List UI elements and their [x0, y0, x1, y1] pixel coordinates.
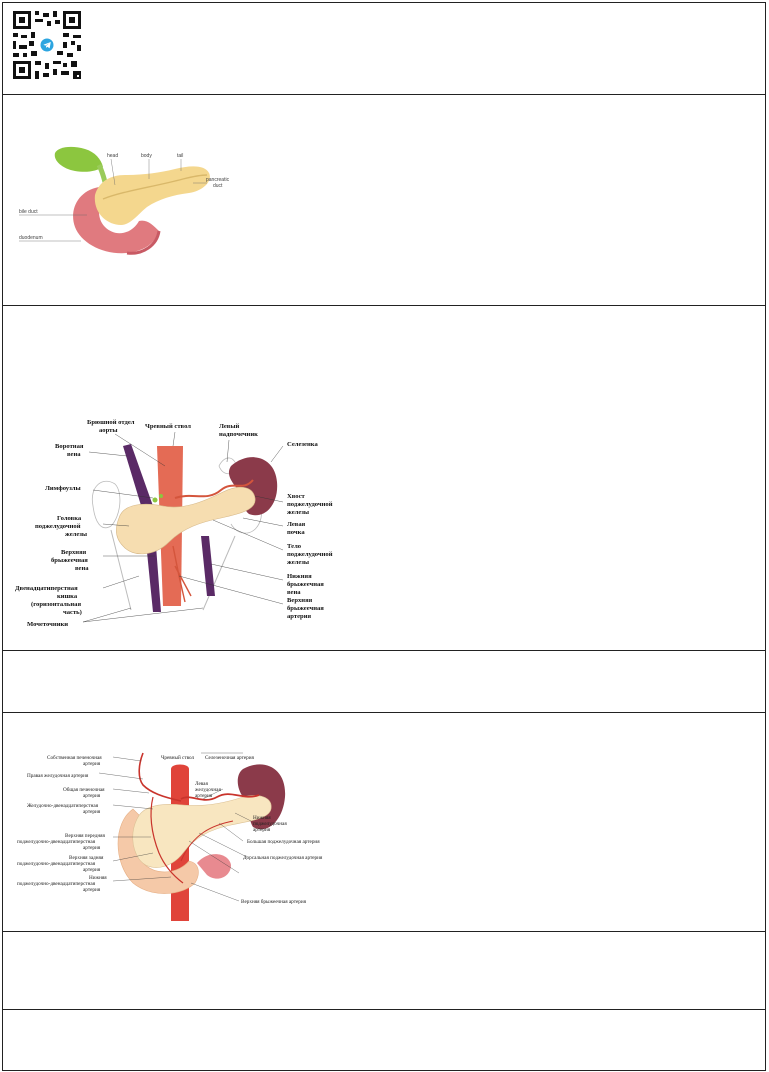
label-common-hepatic-2: артерия	[83, 793, 101, 799]
label-ip-duodenal-2: поджелудочно-двенадцатиперстная	[17, 881, 96, 887]
label-inferior-pancreatic-2: поджелудочная	[253, 821, 287, 827]
pancreas-anatomy-illustration: Брюшной отдел аорты Чревный ствол Левый …	[15, 419, 333, 628]
label-psp-duodenal: Верхняя задняя	[69, 855, 104, 861]
label-common-hepatic: Общая печеночная	[63, 786, 105, 793]
pancreas-arteries-illustration: Собственная печеночная артерия Чревный с…	[17, 752, 323, 921]
label-gastroduodenal: Желудочно-двенадцатиперстная	[27, 803, 99, 809]
label-gastroduodenal-2: артерия	[83, 809, 101, 815]
label-tail-2: поджелудочной	[287, 501, 333, 508]
label-celiac: Чревный ствол	[145, 423, 191, 430]
label-head: Головка	[57, 515, 82, 522]
empty-row	[2, 931, 766, 1010]
label-ip-duodenal: Нижняя	[89, 875, 107, 881]
label-tail: Хвост	[287, 493, 306, 500]
label-splenic-artery: Селезеночная артерия	[205, 755, 255, 761]
label-proper-hepatic-2: артерия	[83, 761, 101, 767]
label-portal-vein: Воротная	[55, 443, 84, 450]
label-smv: Верхняя	[61, 549, 87, 556]
label-bile-duct: bile duct	[19, 209, 38, 215]
label-proper-hepatic: Собственная печеночная	[47, 754, 102, 761]
label-sup-mesenteric-artery: Верхняя брыжеечная артерия	[241, 898, 307, 905]
label-left-gastric-3: артерия	[195, 793, 213, 799]
label-body-3: железы	[287, 559, 309, 566]
label-duodenum: Двенадцатиперстная	[15, 585, 78, 592]
label-body: body	[141, 153, 152, 159]
label-kidney: Левая	[287, 521, 306, 528]
figure-pancreas-en-row: head body tail pancreatic duct bile duct…	[2, 94, 766, 306]
label-spleen: Селезенка	[287, 441, 318, 448]
label-head: head	[107, 153, 118, 159]
label-duodenum-2: кишка	[57, 593, 78, 600]
label-inferior-pancreatic: Нижняя	[253, 815, 271, 821]
label-sma-3: артерия	[287, 613, 312, 620]
label-aorta-2: аорты	[99, 427, 118, 434]
label-head-3: железы	[65, 531, 87, 538]
label-great-pancreatic: Большая поджелудочная артерия	[247, 839, 320, 845]
label-asp-duodenal-2: поджелудочно-двенадцатиперстная	[17, 839, 96, 845]
label-sma: Верхняя	[287, 597, 313, 604]
label-body-2: поджелудочной	[287, 551, 333, 558]
label-imv-2: брыжеечная	[287, 581, 324, 588]
empty-row	[2, 1009, 766, 1071]
label-imv: Нижняя	[287, 573, 312, 580]
label-psp-duodenal-3: артерия	[83, 867, 101, 873]
label-asp-duodenal-3: артерия	[83, 845, 101, 851]
label-head-2: поджелудочной	[35, 523, 81, 530]
label-pancreatic-duct-2: duct	[213, 183, 223, 189]
telegram-icon	[39, 37, 55, 53]
label-pancreatic-duct: pancreatic	[206, 177, 230, 183]
label-duodenum-4: часть)	[63, 609, 82, 616]
label-adrenal: Левый	[219, 423, 240, 430]
label-dorsal-pancreatic: Дорсальная поджелудочная артерия	[243, 855, 323, 861]
label-lymph-nodes: Лимфоузлы	[45, 485, 81, 492]
label-aorta: Брюшной отдел	[87, 419, 135, 426]
label-sma-2: брыжеечная	[287, 605, 324, 612]
label-adrenal-2: надпочечник	[219, 431, 258, 438]
label-duodenum: duodenum	[19, 235, 43, 241]
label-left-gastric-2: желудочная	[194, 787, 221, 793]
label-inferior-pancreatic-3: артерия	[253, 827, 271, 833]
label-portal-vein-2: вена	[67, 451, 81, 458]
label-smv-2: брыжеечная	[51, 557, 88, 564]
label-celiac: Чревный ствол	[161, 754, 195, 761]
qr-row	[2, 2, 766, 95]
figure-pancreas-ru-row: Брюшной отдел аорты Чревный ствол Левый …	[2, 305, 766, 651]
label-right-gastric: Правая желудочная артерия	[27, 773, 89, 779]
label-left-gastric: Левая	[195, 781, 208, 787]
label-smv-3: вена	[75, 565, 89, 572]
label-ip-duodenal-3: артерия	[83, 887, 101, 893]
label-body: Тело	[287, 543, 302, 550]
label-psp-duodenal-2: поджелудочно-двенадцатиперстная	[17, 861, 96, 867]
label-asp-duodenal: Верхняя передняя	[65, 833, 106, 839]
label-kidney-2: почка	[287, 529, 305, 536]
label-ureters: Мочеточники	[27, 621, 68, 628]
pancreas-illustration: head body tail pancreatic duct bile duct…	[19, 146, 230, 255]
figure-pancreas-arteries-row: Собственная печеночная артерия Чревный с…	[2, 712, 766, 932]
empty-row	[2, 650, 766, 713]
qr-code[interactable]	[3, 3, 83, 83]
label-tail: tail	[177, 153, 183, 159]
label-tail-3: железы	[287, 509, 309, 516]
label-imv-3: вена	[287, 589, 301, 596]
label-duodenum-3: (горизонтальная	[31, 601, 81, 608]
